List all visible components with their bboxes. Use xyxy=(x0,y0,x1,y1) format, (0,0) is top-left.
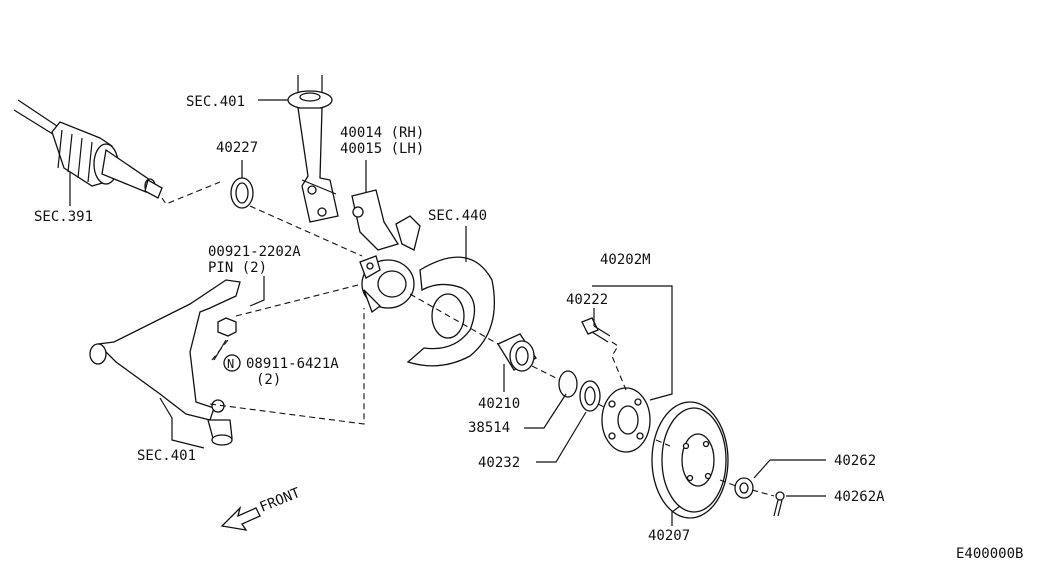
cotter-pin-40262a xyxy=(773,491,785,517)
label-pin: PIN (2) xyxy=(208,260,267,276)
label-40014: 40014 (RH) xyxy=(340,125,424,141)
label-sec401-bottom: SEC.401 xyxy=(137,448,196,464)
label-00921: 00921-2202A xyxy=(208,244,301,260)
dust-shield xyxy=(406,256,495,367)
label-40202m: 40202M xyxy=(600,252,651,268)
seal-40232 xyxy=(579,380,601,412)
label-40015: 40015 (LH) xyxy=(340,141,424,157)
n-symbol: N xyxy=(223,354,241,372)
label-40227: 40227 xyxy=(216,140,258,156)
hub-40202m xyxy=(601,387,651,453)
hub-bolt-40222 xyxy=(581,317,611,343)
label-40210: 40210 xyxy=(478,396,520,412)
label-sec391: SEC.391 xyxy=(34,209,93,225)
label-40262: 40262 xyxy=(834,453,876,469)
snap-ring-38514 xyxy=(558,370,578,398)
label-08911: 08911-6421A xyxy=(246,356,339,372)
label-40222: 40222 xyxy=(566,292,608,308)
label-08911-qty: (2) xyxy=(256,372,281,388)
label-sec401-top: SEC.401 xyxy=(186,94,245,110)
label-40262a: 40262A xyxy=(834,489,885,505)
drive-shaft xyxy=(13,99,163,199)
n-symbol-label: N xyxy=(227,357,234,371)
nut-08911 xyxy=(217,317,237,337)
front-arrow xyxy=(220,505,261,531)
nut-40262 xyxy=(734,477,754,499)
steering-knuckle xyxy=(351,189,421,314)
leader-lines xyxy=(69,99,826,526)
label-40232: 40232 xyxy=(478,455,520,471)
lower-control-arm xyxy=(89,279,241,446)
label-sec440: SEC.440 xyxy=(428,208,487,224)
label-front: FRONT xyxy=(258,485,304,516)
label-40207: 40207 xyxy=(648,528,690,544)
strut xyxy=(287,75,339,223)
assembly-lines xyxy=(161,181,775,497)
part-40227-ring xyxy=(230,177,254,209)
bearing-40210 xyxy=(497,333,537,372)
label-38514: 38514 xyxy=(468,420,510,436)
brake-rotor-40207 xyxy=(651,401,729,519)
drawing-code: E400000B xyxy=(956,546,1023,562)
